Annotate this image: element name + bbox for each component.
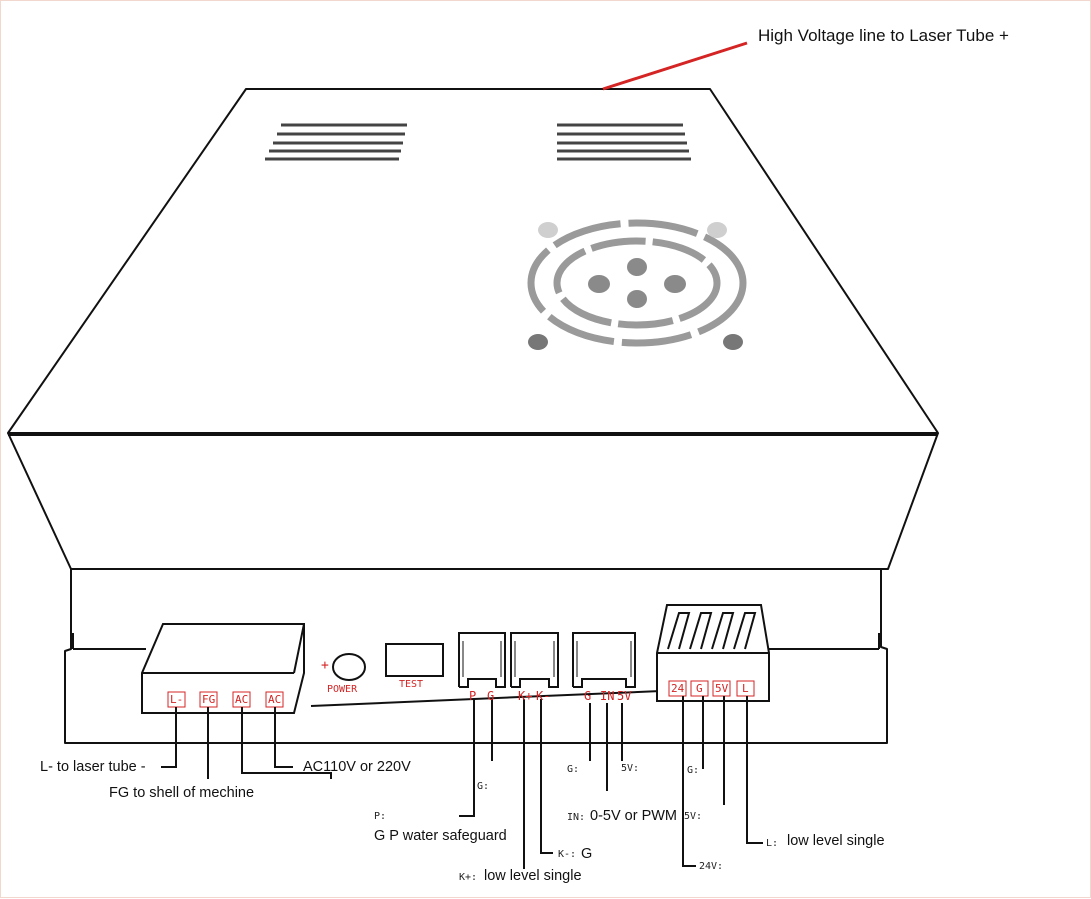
terminal-l-minus: L-: [170, 693, 184, 706]
right-connector: [656, 604, 770, 702]
hv-line-label: High Voltage line to Laser Tube +: [758, 26, 1009, 45]
power-button: [332, 653, 366, 681]
k-minus-prefix: K-:: [558, 849, 577, 860]
water-safeguard-label: G P water safeguard: [374, 828, 507, 844]
fg-label: FG to shell of mechine: [109, 785, 255, 801]
leader-lines: [161, 696, 763, 869]
terminal-k-minus: K-: [536, 689, 551, 703]
k-plus-prefix: K+:: [459, 872, 478, 883]
terminal-24: 24: [671, 682, 685, 695]
terminal-5v-right: 5V: [715, 682, 729, 695]
pg-connector: [458, 632, 506, 688]
terminal-ac-2: AC: [268, 693, 282, 706]
l-prefix: L:: [766, 838, 779, 849]
hv-line: [602, 41, 748, 91]
k-minus-text: G: [581, 846, 593, 862]
left-connector-block: [141, 623, 305, 714]
top-face: [7, 88, 939, 434]
l-text: low level single: [787, 833, 885, 849]
in-text: 0-5V or PWM: [590, 808, 678, 824]
terminal-ac-1: AC: [235, 693, 249, 706]
test-button: [385, 643, 444, 677]
vent-left: [265, 123, 407, 161]
terminal-l: L: [742, 682, 749, 695]
fan-screws: [528, 222, 743, 350]
g-right-label: G:: [687, 765, 700, 776]
terminal-k-plus: K+: [518, 689, 533, 703]
power-plus: +: [321, 658, 329, 673]
vent-right: [557, 123, 691, 161]
terminal-g-right: G: [696, 682, 703, 695]
g-water-label: G:: [477, 781, 490, 792]
right-terminal-boxes: [668, 680, 755, 697]
terminal-p: P: [469, 689, 477, 703]
g-in-5v-connector: [572, 632, 636, 688]
front-band: [7, 432, 939, 570]
24v-label: 24V:: [699, 861, 724, 872]
5v-ctrl-label: 5V:: [621, 763, 640, 774]
p-label: P:: [374, 811, 387, 822]
fan-hub: [588, 258, 686, 308]
5v-right-label: 5V:: [684, 811, 703, 822]
terminal-5v: 5V: [617, 689, 632, 703]
terminal-in: IN: [600, 689, 615, 703]
terminal-g-ctrl: G: [584, 689, 592, 703]
l-minus-label: L- to laser tube -: [40, 759, 146, 775]
terminal-g-water: G: [487, 689, 495, 703]
g-ctrl-label: G:: [567, 764, 580, 775]
ac-label: AC110V or 220V: [303, 759, 411, 775]
test-label: TEST: [399, 679, 424, 690]
terminal-fg: FG: [202, 693, 216, 706]
power-label: POWER: [327, 684, 358, 695]
front-panel: [64, 569, 888, 744]
in-prefix: IN:: [567, 812, 586, 823]
k-connector: [510, 632, 559, 688]
k-plus-text: low level single: [484, 868, 582, 884]
fan-grille: [527, 219, 747, 347]
